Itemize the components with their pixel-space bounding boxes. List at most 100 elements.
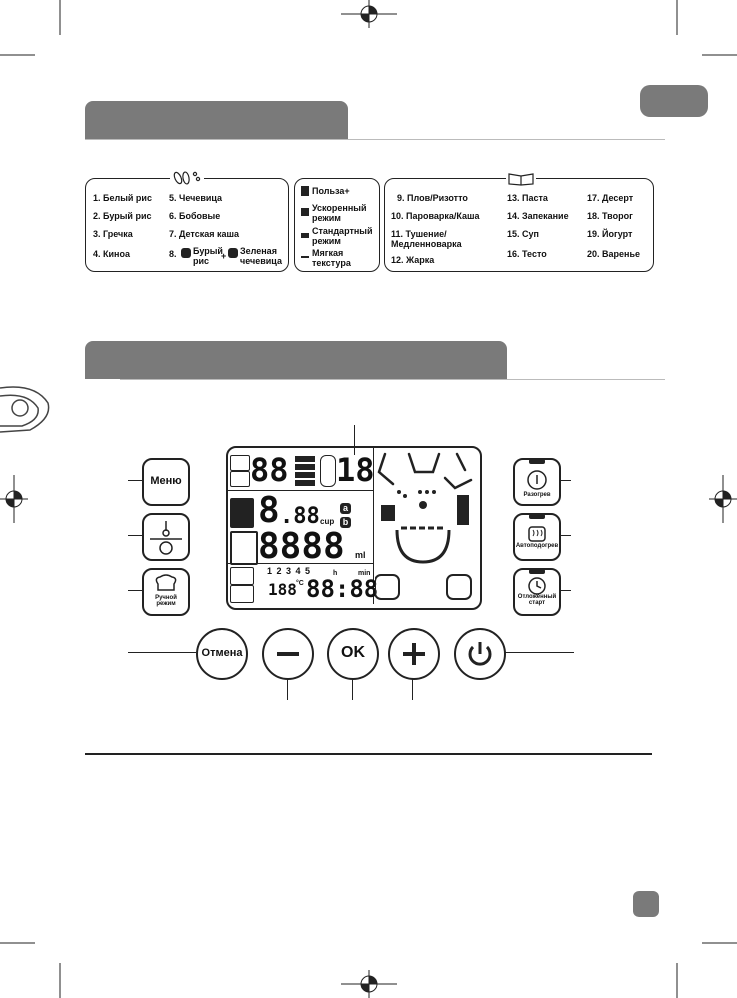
lcd-temp-unit: °C [296,580,304,587]
program-8-a: Бурый рис [193,246,223,266]
reheat-icon [527,470,547,490]
callout-line-cancel [128,652,196,653]
program-6: 6. Бобовые [169,211,221,221]
program-5: 5. Чечевица [169,193,223,203]
program-14: 14. Запекание [507,211,569,221]
lcd-divider-h [228,490,374,491]
program-20: 20. Варенье [587,249,640,259]
level-bars-icon [295,456,315,486]
timer-lcd-icon [230,585,254,603]
mode-1: Польза+ [312,186,350,196]
lcd-digits-top: 88 [250,451,289,489]
lcd-digits-person: 18 [336,451,375,489]
callout-line-delay [557,590,571,591]
keep-warm-button[interactable]: Автоподогрев [513,513,561,561]
book-icon [506,170,536,186]
lcd-cup-big: 8 [258,490,280,531]
callout-line-plus [412,676,413,700]
lcd-cup-digits: .88 [280,504,320,529]
person-icon [320,455,336,487]
mode-2: Ускоренный режим [312,203,367,223]
delay-led-icon [529,569,545,574]
grain-icon [170,168,204,186]
section-rule-1 [85,139,665,140]
lcd-cup-unit: cup [320,517,335,526]
power-button[interactable] [454,628,506,680]
callout-line-temp [128,535,142,536]
ok-label: OK [341,644,365,661]
program-12: 12. Жарка [391,255,435,265]
keep-warm-icon [528,526,546,542]
book-mode-icon [230,471,250,487]
thermometer-timer-icon [150,521,182,555]
program-8-b: Зеленая чечевица [240,246,282,266]
ok-button[interactable]: OK [327,628,379,680]
delay-start-button[interactable]: Отложенный старт [513,568,561,616]
callout-line-manual [128,590,142,591]
lcd-ml-unit: ml [355,550,366,560]
callout-line-top [354,425,355,455]
program-15: 15. Суп [507,229,539,239]
lcd-ml-digits: 8888 [258,526,345,567]
modes-box [294,178,380,272]
lcd-badge-b: b [340,517,351,528]
section-rule-2 [120,379,665,380]
program-9: 9. Плов/Ризотто [397,193,468,203]
lcd-time-digits: 88:88 [306,575,379,603]
badge-a-icon [181,248,191,258]
lcd-steps: 1 2 3 4 5 [267,566,312,576]
power-icon [468,642,492,666]
cooking-state-icons [375,452,473,600]
program-4: 4. Киноа [93,249,130,259]
section-header-bar-1 [85,101,348,139]
section-header-bar-2 [85,341,507,379]
mode-4: Мягкая текстура [312,248,351,268]
reheat-button[interactable]: Разогрев [513,458,561,506]
program-17: 17. Десерт [587,193,634,203]
lcd-temp-digits: 188 [268,580,297,599]
program-8-num: 8. [169,249,177,259]
minus-button[interactable] [262,628,314,680]
manual-mode-button[interactable]: Ручной режим [142,568,190,616]
mode-3: Стандартный режим [312,226,373,246]
program-10: 10. Пароварка/Каша [391,211,480,221]
callout-line-minus [287,676,288,700]
mode-bar-1-icon [301,256,309,258]
cancel-button[interactable]: Отмена [196,628,248,680]
cooker-image [0,386,50,433]
bottom-rule [85,753,652,755]
delay-start-label: Отложенный старт [517,594,557,606]
minus-icon [277,652,299,656]
clock-icon [528,577,546,595]
reheat-label: Разогрев [523,492,551,498]
menu-button[interactable]: Меню [142,458,190,506]
reheat-led-icon [529,459,545,464]
program-13: 13. Паста [507,193,548,203]
menu-button-label: Меню [150,475,182,487]
chef-hat-icon [155,574,177,591]
cancel-label: Отмена [201,647,243,659]
program-2: 2. Бурый рис [93,211,152,221]
callout-line-ok [352,676,353,700]
program-1: 1. Белый рис [93,193,152,203]
temperature-timer-button[interactable] [142,513,190,561]
keepwarm-led-icon [529,514,545,519]
plus-icon-v [412,643,416,665]
cup-icon-small [230,498,254,528]
lcd-h-label: h [333,570,338,577]
lcd-badge-a: a [340,503,351,514]
mode-bar-4-icon [301,186,309,196]
callout-line-reheat [557,480,571,481]
program-18: 18. Творог [587,211,633,221]
program-16: 16. Тесто [507,249,547,259]
language-tab [640,85,708,117]
program-7: 7. Детская каша [169,229,239,239]
callout-line-power [502,652,574,653]
callout-line-keepwarm [557,535,571,536]
plus-button[interactable] [388,628,440,680]
keep-warm-label: Автоподогрев [515,543,559,549]
mode-bar-2-icon [301,233,309,238]
grain-mode-icon [230,455,250,471]
callout-line-menu [128,480,142,481]
